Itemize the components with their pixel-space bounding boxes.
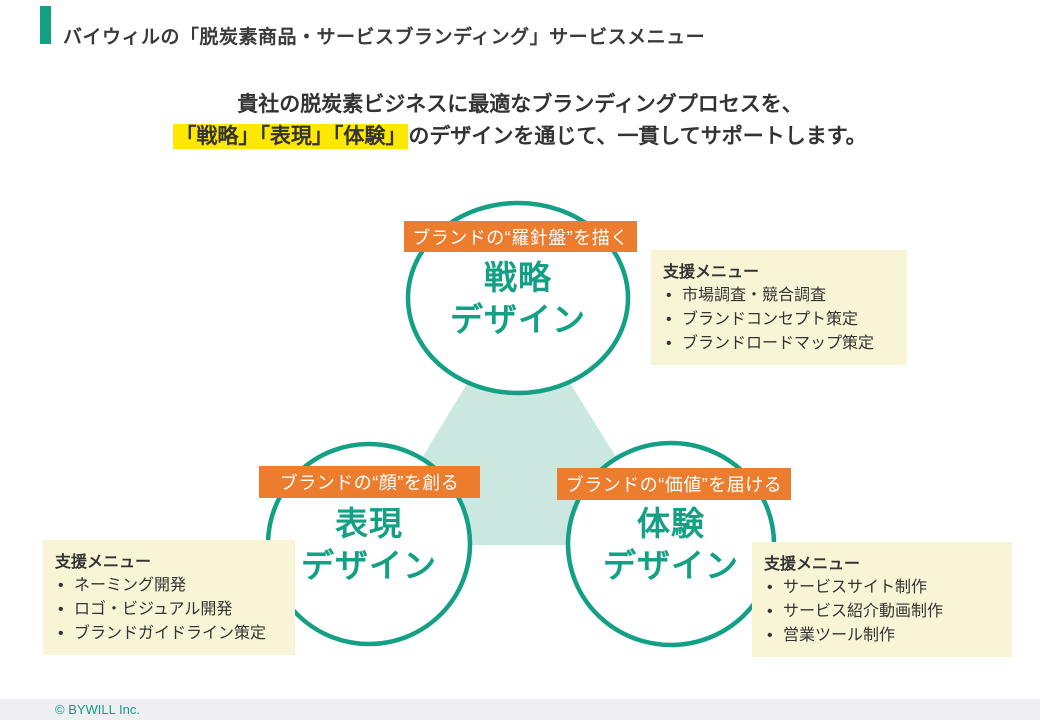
strategy-tag: ブランドの“羅針盤”を描く [404, 221, 637, 252]
list-item: 市場調査・競合調査 [663, 284, 895, 308]
list-item: ブランドロードマップ策定 [663, 332, 895, 356]
list-item: ブランドガイドライン策定 [55, 622, 283, 646]
page-title: バイウィルの「脱炭素商品・サービスブランディング」サービスメニュー [63, 27, 706, 48]
expression-circle-label: 表現 デザイン [301, 505, 437, 584]
support-heading: 支援メニュー [764, 556, 861, 573]
support-heading: 支援メニュー [55, 554, 152, 571]
support-box-expression: 支援メニュー ネーミング開発 ロゴ・ビジュアル開発 ブランドガイドライン策定 [43, 540, 295, 655]
experience-circle-label: 体験 デザイン [603, 505, 739, 584]
subtitle-line2-rest: のデザインを通じて、一貫してサポートします。 [408, 125, 867, 148]
support-box-strategy: 支援メニュー 市場調査・競合調査 ブランドコンセプト策定 ブランドロードマップ策… [651, 250, 907, 365]
title-accent-bar [40, 6, 51, 44]
strategy-circle-label: 戦略 デザイン [450, 259, 586, 338]
support-box-experience: 支援メニュー サービスサイト制作 サービス紹介動画制作 営業ツール制作 [752, 542, 1012, 657]
expression-tag: ブランドの“顔”を創る [259, 466, 480, 498]
list-item: ロゴ・ビジュアル開発 [55, 598, 283, 622]
subtitle-line2: 「戦略」「表現」「体験」のデザインを通じて、一貫してサポートします。 [0, 121, 1040, 153]
subtitle-highlight: 「戦略」「表現」「体験」 [173, 124, 409, 149]
subtitle-line1: 貴社の脱炭素ビジネスに最適なブランディングプロセスを、 [237, 93, 803, 116]
list-item: サービスサイト制作 [764, 576, 1000, 600]
support-list: 市場調査・競合調査 ブランドコンセプト策定 ブランドロードマップ策定 [663, 284, 895, 356]
list-item: 営業ツール制作 [764, 624, 1000, 648]
list-item: ブランドコンセプト策定 [663, 308, 895, 332]
subtitle: 貴社の脱炭素ビジネスに最適なブランディングプロセスを、 「戦略」「表現」「体験」… [0, 89, 1040, 153]
list-item: ネーミング開発 [55, 574, 283, 598]
copyright-text: © BYWILL Inc. [55, 702, 140, 717]
list-item: サービス紹介動画制作 [764, 600, 1000, 624]
support-heading: 支援メニュー [663, 264, 760, 281]
experience-tag: ブランドの“価値”を届ける [557, 468, 791, 500]
support-list: ネーミング開発 ロゴ・ビジュアル開発 ブランドガイドライン策定 [55, 574, 283, 646]
footer-bar: © BYWILL Inc. [0, 699, 1040, 720]
support-list: サービスサイト制作 サービス紹介動画制作 営業ツール制作 [764, 576, 1000, 648]
